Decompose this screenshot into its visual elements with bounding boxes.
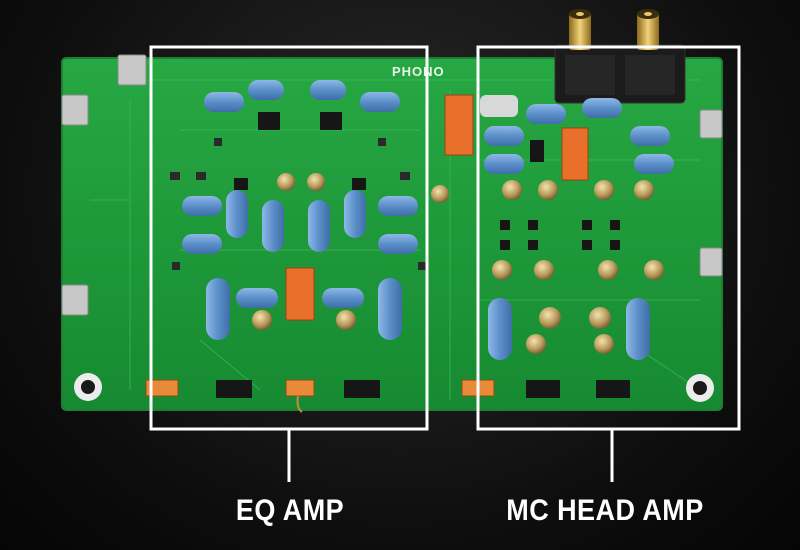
mounting-hole — [74, 373, 102, 401]
eq-amp-label: EQ AMP — [235, 494, 345, 527]
rca-jack-left — [569, 9, 591, 50]
rca-jack-right — [637, 9, 659, 50]
board-title-silkscreen: PHONO — [392, 64, 445, 79]
rca-jack-housing — [554, 44, 686, 104]
ic-chip — [216, 112, 380, 398]
blue-film-capacitor — [182, 80, 418, 340]
electrolytic-capacitor — [252, 173, 449, 330]
orange-film-capacitor — [285, 267, 315, 321]
mounting-hole — [686, 374, 714, 402]
blue-film-capacitor — [484, 98, 674, 360]
connector-header — [145, 379, 495, 397]
mc-head-amp-label: MC HEAD AMP — [506, 494, 704, 527]
mc-head-amp-highlight-frame — [476, 45, 741, 431]
ic-chip — [500, 140, 630, 398]
orange-film-capacitor — [561, 127, 589, 181]
electrolytic-capacitor — [492, 180, 664, 354]
